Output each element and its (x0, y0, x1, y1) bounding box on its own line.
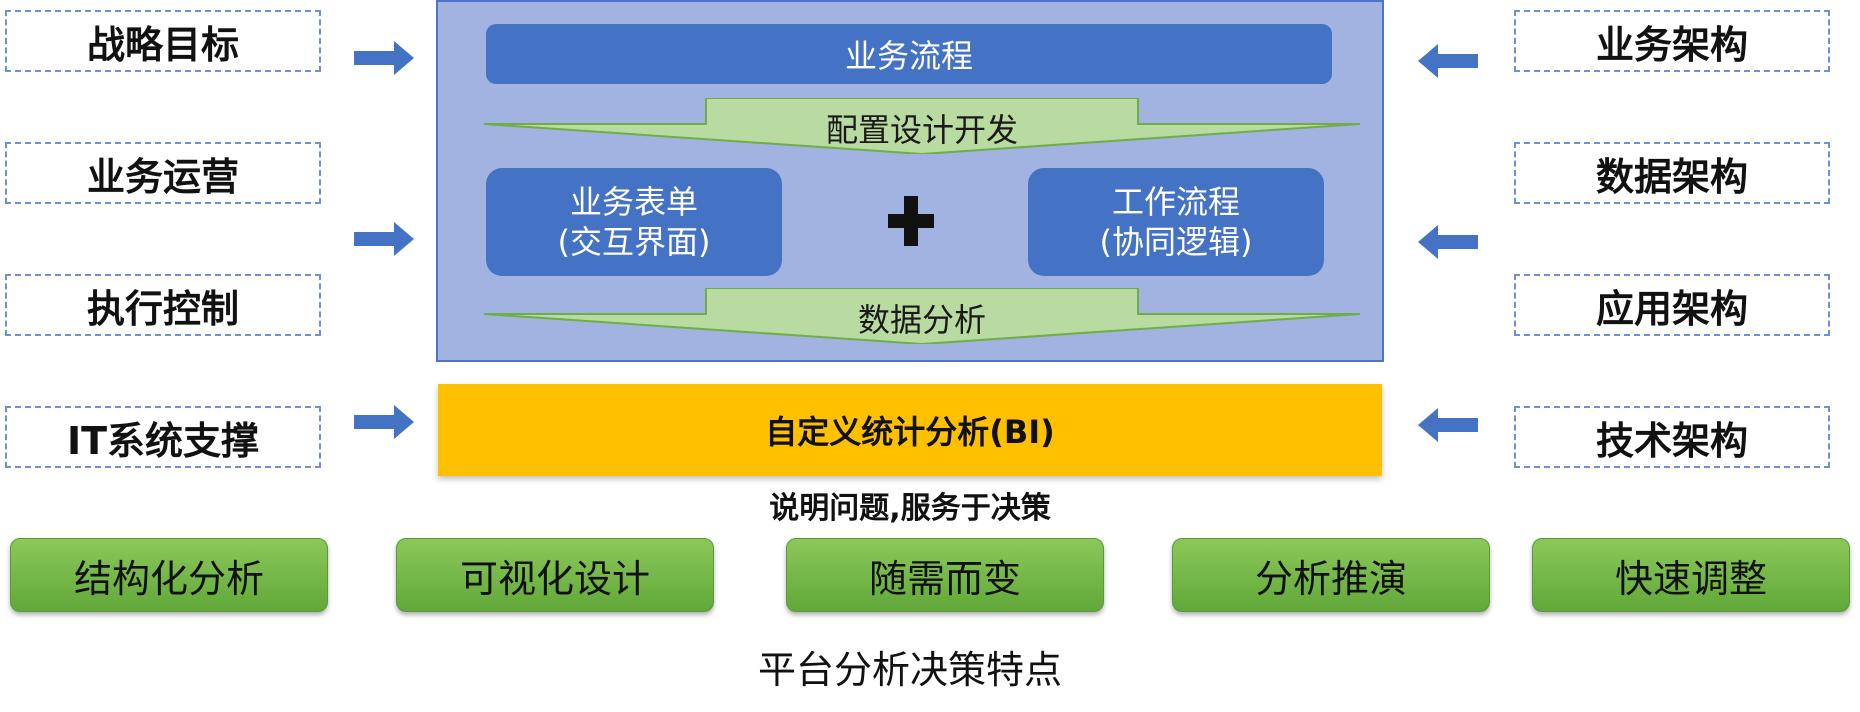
workflow-subtitle: (协同逻辑) (1099, 223, 1253, 261)
right-arrow-icon (354, 405, 414, 439)
left-arrow-icon (1418, 225, 1478, 259)
left-item-control: 执行控制 (5, 274, 321, 336)
left-item-it-support: IT系统支撑 (5, 406, 321, 468)
right-item-data-arch: 数据架构 (1514, 142, 1830, 204)
business-process-bar: 业务流程 (486, 24, 1332, 84)
plus-icon (888, 196, 934, 246)
feature-on-demand: 随需而变 (786, 538, 1104, 612)
bi-analysis-bar: 自定义统计分析(BI) (438, 384, 1382, 476)
left-item-operations: 业务运营 (5, 142, 321, 204)
workflow-box: 工作流程 (协同逻辑) (1028, 168, 1324, 276)
diagram-caption: 平台分析决策特点 (757, 647, 1062, 692)
right-arrow-icon (354, 222, 414, 256)
right-item-app-arch: 应用架构 (1514, 274, 1830, 336)
config-design-label: 配置设计开发 (825, 111, 1018, 149)
workflow-title: 工作流程 (1111, 183, 1240, 221)
business-form-title: 业务表单 (569, 183, 698, 221)
right-arrow-icon (354, 41, 414, 75)
feature-analysis-deduction: 分析推演 (1172, 538, 1490, 612)
business-form-subtitle: (交互界面) (557, 223, 711, 261)
left-item-strategy: 战略目标 (5, 10, 321, 72)
feature-structured-analysis: 结构化分析 (10, 538, 328, 612)
left-arrow-icon (1418, 408, 1478, 442)
down-arrow-analysis (484, 288, 1360, 344)
feature-visual-design: 可视化设计 (396, 538, 714, 612)
business-form-box: 业务表单 (交互界面) (486, 168, 782, 276)
data-analysis-label: 数据分析 (857, 301, 986, 339)
feature-quick-adjust: 快速调整 (1532, 538, 1850, 612)
right-item-tech-arch: 技术架构 (1514, 406, 1830, 468)
decision-subtitle: 说明问题,服务于决策 (769, 491, 1051, 526)
right-item-business-arch: 业务架构 (1514, 10, 1830, 72)
down-arrow-config (484, 98, 1360, 154)
left-arrow-icon (1418, 44, 1478, 78)
